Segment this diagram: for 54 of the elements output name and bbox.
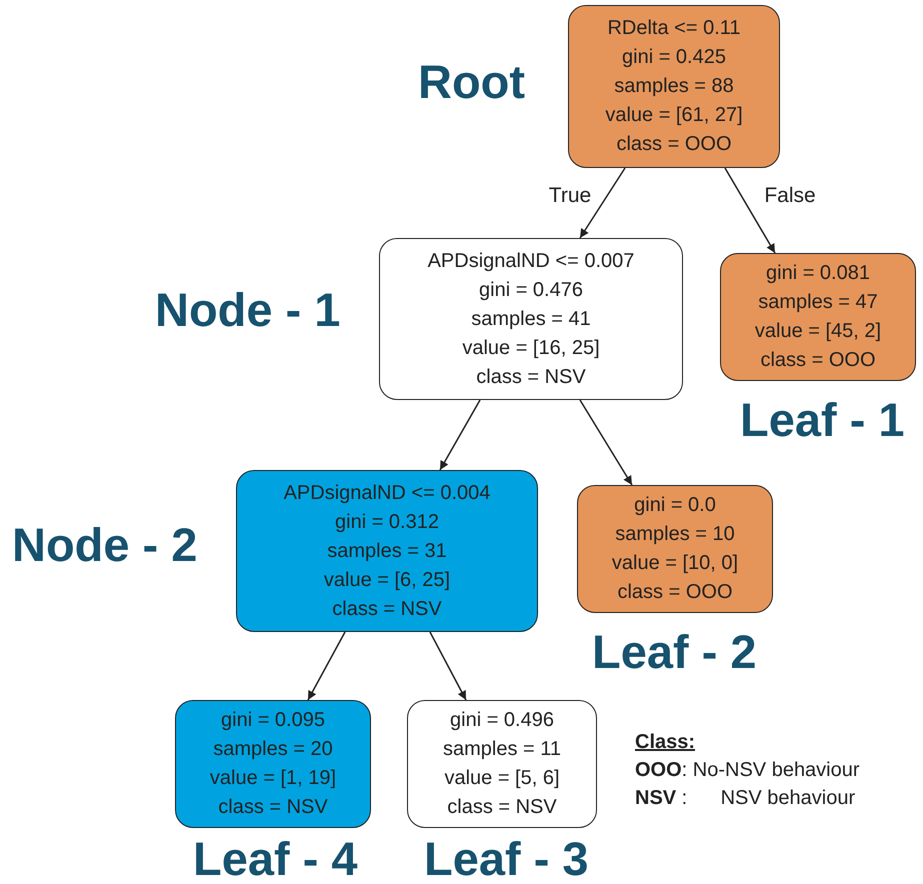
- node-caption: Root: [418, 57, 526, 106]
- node-text: class = NSV: [476, 364, 586, 390]
- node-caption: Leaf - 2: [592, 627, 757, 676]
- node-caption: Node - 1: [155, 285, 340, 334]
- node-text: gini = 0.425: [622, 45, 726, 70]
- node-text: class = NSV: [218, 795, 328, 820]
- arrow: [439, 400, 481, 470]
- node-caption: Node - 2: [12, 520, 198, 570]
- node-text: value = [16, 25]: [462, 336, 600, 360]
- node-caption: Leaf - 4: [193, 834, 358, 884]
- arrow: [307, 632, 346, 700]
- tree-node: [407, 700, 597, 828]
- node-text: value = [61, 27]: [605, 103, 743, 128]
- node-text: value = [10, 0]: [612, 551, 738, 576]
- legend-text: NSV : NSV behaviour: [635, 786, 856, 811]
- node-text: gini = 0.496: [450, 708, 554, 733]
- node-text: gini = 0.312: [335, 510, 439, 534]
- legend-text: OOO: No-NSV behaviour: [635, 758, 860, 783]
- node-text: value = [6, 25]: [324, 568, 450, 592]
- arrow: [579, 400, 633, 486]
- tree-node: [175, 700, 371, 828]
- node-text: value = [45, 2]: [754, 319, 882, 344]
- node-caption: Leaf - 3: [424, 834, 589, 884]
- node-text: APDsignalND <= 0.004: [284, 480, 490, 506]
- node-caption: Leaf - 1: [740, 395, 905, 444]
- tree-node: [236, 470, 538, 632]
- node-text: RDelta <= 0.11: [607, 16, 741, 41]
- node-text: samples = 88: [614, 74, 734, 99]
- tree-node: [720, 253, 916, 381]
- legend-title: Class:: [635, 730, 696, 755]
- node-text: class = NSV: [447, 795, 557, 820]
- node-text: value = [1, 19]: [210, 766, 336, 791]
- node-text: samples = 11: [442, 737, 562, 762]
- node-text: samples = 47: [758, 290, 878, 315]
- node-text: gini = 0.0: [634, 493, 716, 518]
- node-text: samples = 20: [213, 737, 333, 762]
- arrow: [429, 632, 467, 700]
- node-text: samples = 31: [327, 538, 447, 564]
- node-text: gini = 0.476: [479, 278, 583, 302]
- tree-node: [577, 485, 773, 613]
- node-text: value = [5, 6]: [444, 766, 560, 791]
- node-text: class = OOO: [616, 132, 732, 157]
- tree-node: [379, 238, 683, 400]
- node-text: gini = 0.081: [766, 261, 870, 286]
- node-text: samples = 41: [471, 306, 591, 332]
- node-text: class = NSV: [332, 596, 442, 622]
- node-text: class = OOO: [617, 580, 733, 605]
- arrow: [579, 168, 626, 238]
- node-text: samples = 10: [615, 522, 735, 547]
- arrow: [724, 168, 776, 254]
- tree-node: [568, 5, 780, 168]
- node-text: gini = 0.095: [221, 708, 325, 733]
- node-text: APDsignalND <= 0.007: [428, 248, 634, 274]
- node-text: class = OOO: [760, 348, 876, 373]
